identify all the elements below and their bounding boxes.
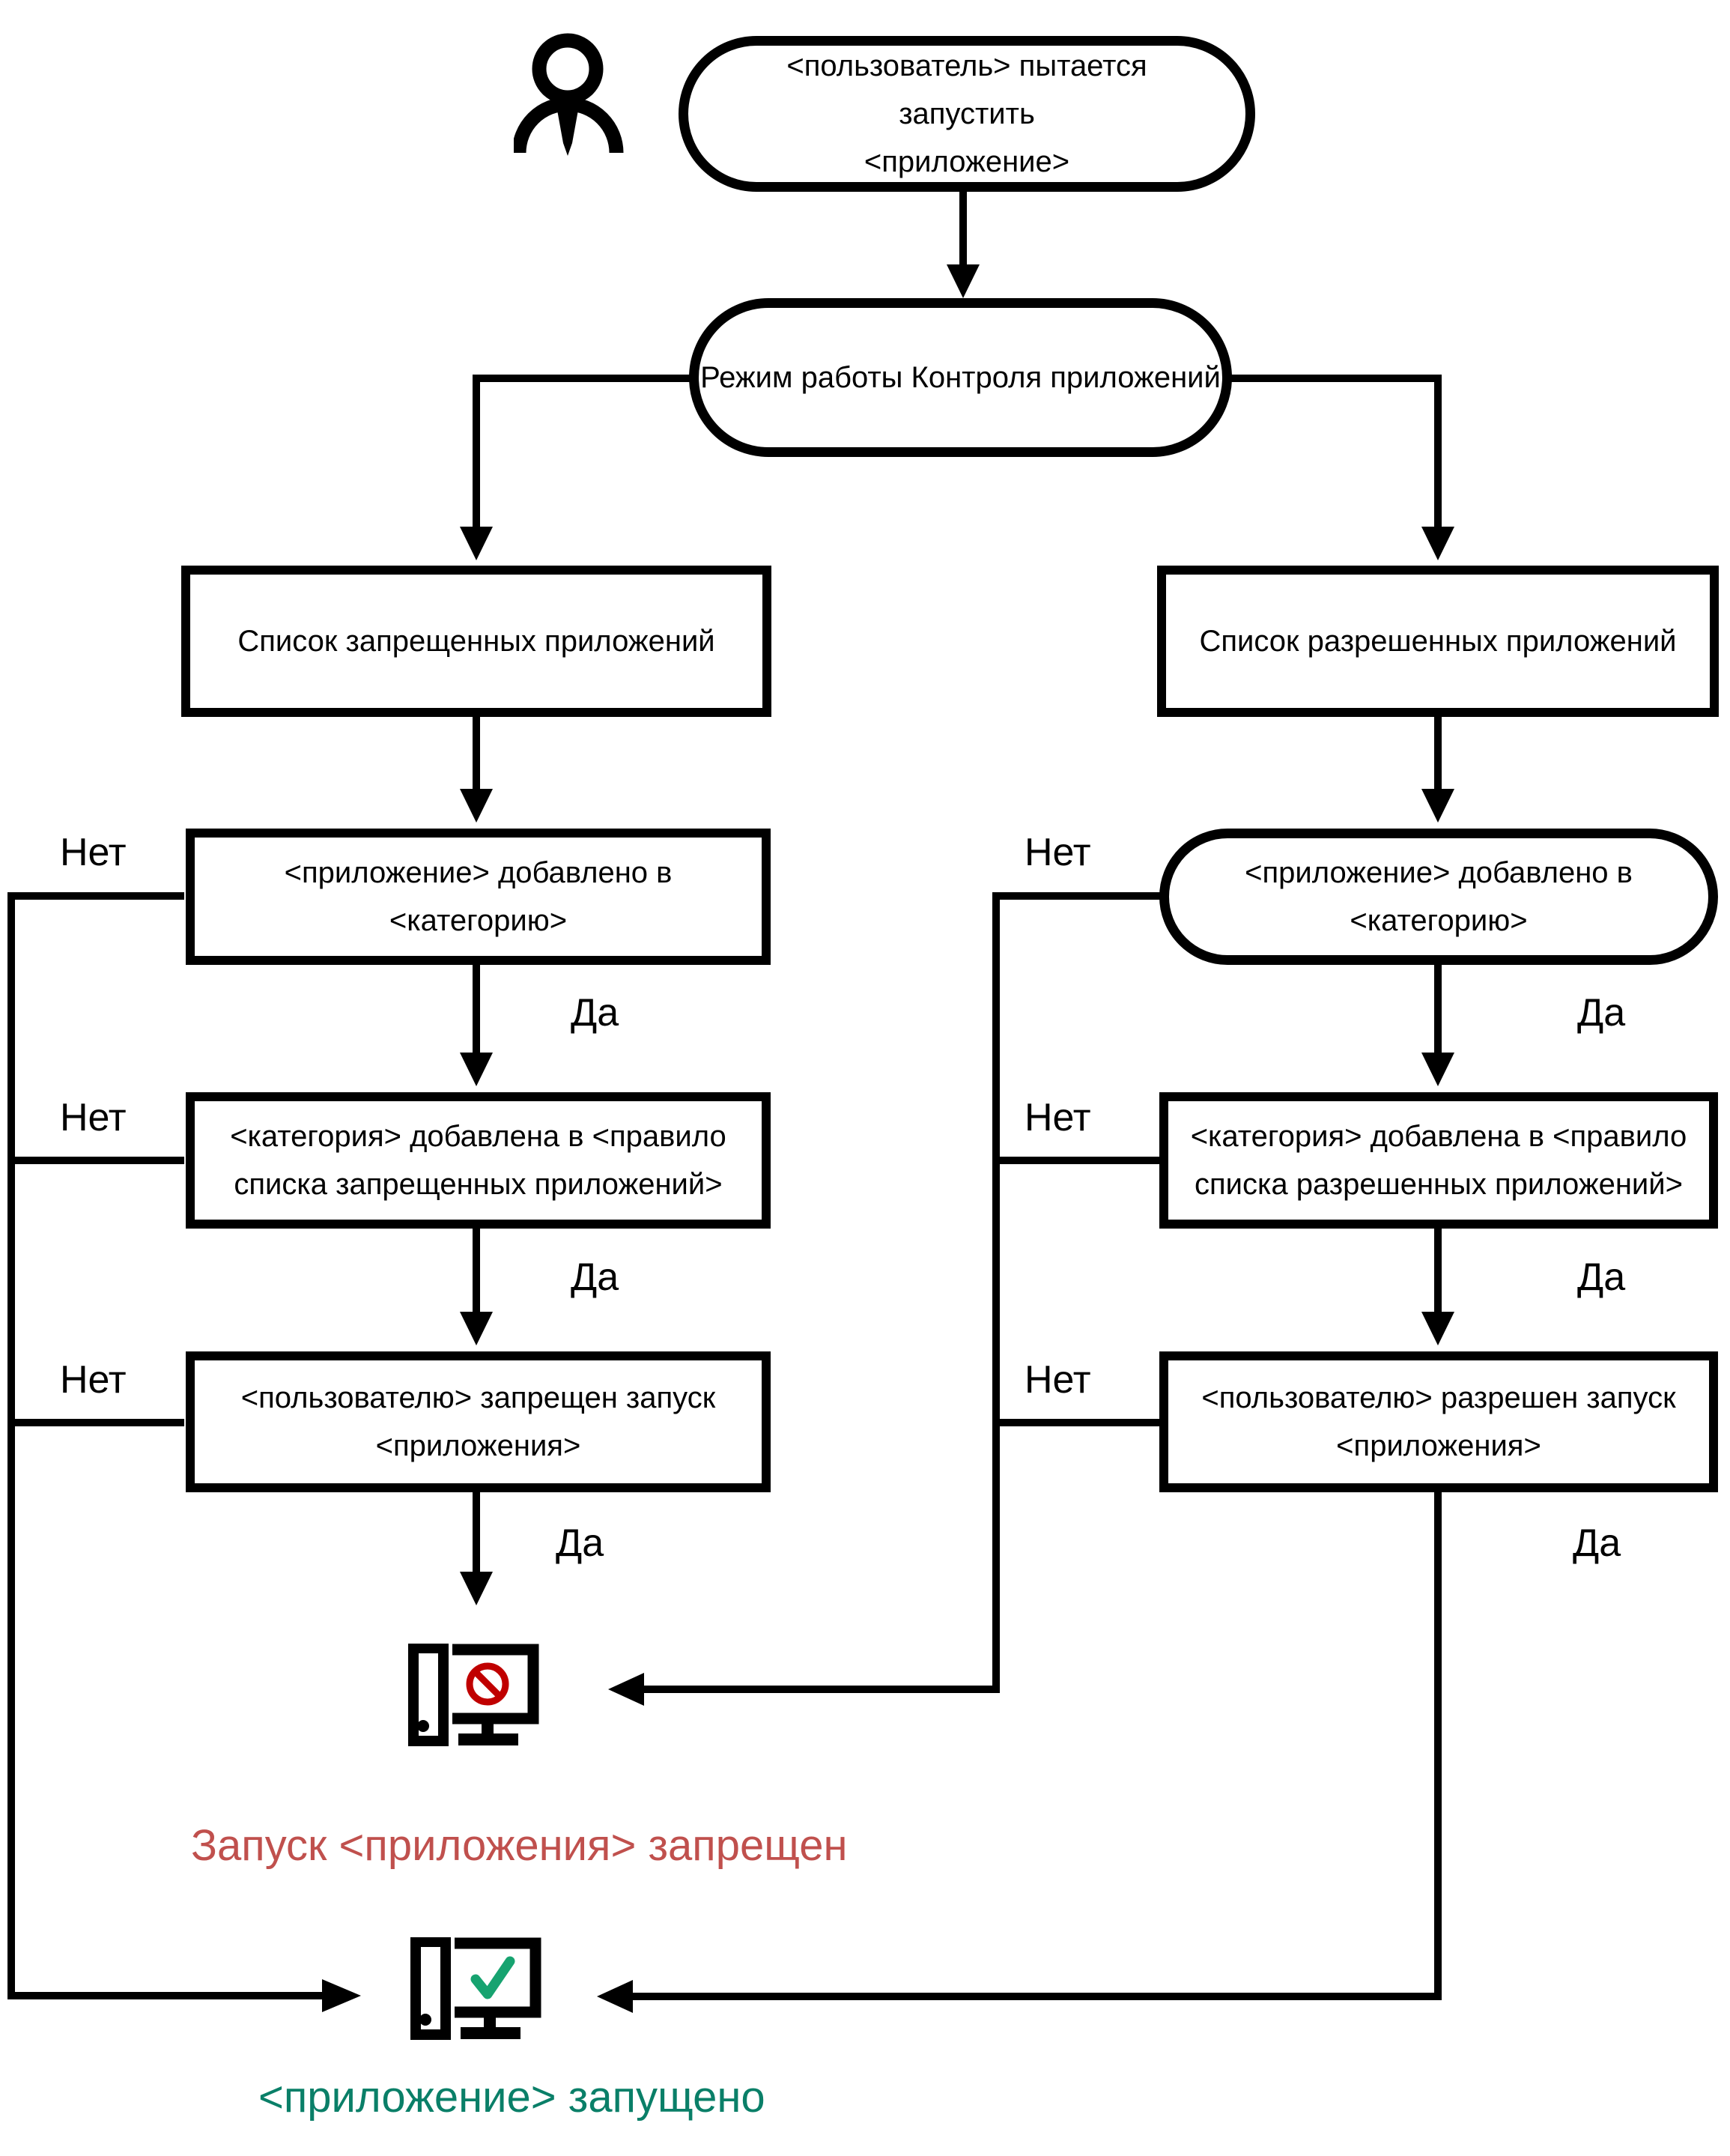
node-user-tries-to-start-app: <пользователь> пытается запустить <прило… [679,36,1255,192]
node-application-control-mode: Режим работы Контроля приложений [689,298,1232,457]
no-label-right-3: Нет [1025,1358,1091,1402]
edge-right-no-rail-to-blocked [608,892,1162,1706]
started-result-text: <приложение> запущено [258,2073,765,2122]
node-denylist: Список запрещенных приложений [181,566,771,717]
node-allowlist: Список разрешенных приложений [1157,566,1719,717]
node-user-blocked-from-start: <пользователю> запрещен запуск <приложен… [186,1351,771,1492]
blocked-result-text: Запуск <приложения> запрещен [191,1821,848,1870]
edge-mode-to-allowlist [1227,375,1454,560]
edge-allow-user-to-running [597,1489,1442,2013]
edge-allowlist-to-app-check [1421,713,1454,823]
yes-label-left-2: Да [571,1256,619,1299]
edge-start-to-mode [947,189,980,298]
edge-deny-user-to-blocked [460,1489,493,1605]
node-deny-app-added-to-category: <приложение> добавлено в <категорию> [186,829,771,965]
yes-label-right-1: Да [1577,991,1626,1035]
node-deny-category-added-to-rule: <категория> добавлена в <правило списка … [186,1092,771,1229]
edge-denylist-to-app-check [460,713,493,823]
check-icon [470,1956,515,1999]
no-label-right-1: Нет [1025,831,1091,874]
node-user-allowed-to-start: <пользователю> разрешен запуск <приложен… [1159,1351,1718,1492]
no-label-right-2: Нет [1025,1096,1091,1139]
user-icon [512,31,626,159]
edge-deny-app-to-category-check [460,962,493,1086]
edge-allow-category-to-user-check [1421,1226,1454,1345]
yes-label-right-3: Да [1573,1521,1621,1565]
edge-left-no-rail-to-running [7,892,361,2012]
yes-label-left-3: Да [556,1521,604,1565]
yes-label-left-1: Да [571,991,619,1035]
edge-deny-category-to-user-check [460,1226,493,1345]
edge-allow-app-to-category-check [1421,962,1454,1086]
no-label-left-1: Нет [60,831,127,874]
node-allow-app-added-to-category: <приложение> добавлено в <категорию> [1159,829,1718,965]
yes-label-right-2: Да [1577,1256,1626,1299]
no-label-left-3: Нет [60,1358,127,1402]
edge-mode-to-denylist [460,375,695,560]
computer-with-checkmark-icon [407,1937,541,2042]
node-allow-category-added-to-rule: <категория> добавлена в <правило списка … [1159,1092,1718,1229]
computer-with-prohibition-icon [404,1643,539,1748]
no-label-left-2: Нет [60,1096,127,1139]
prohibition-icon [466,1662,509,1706]
